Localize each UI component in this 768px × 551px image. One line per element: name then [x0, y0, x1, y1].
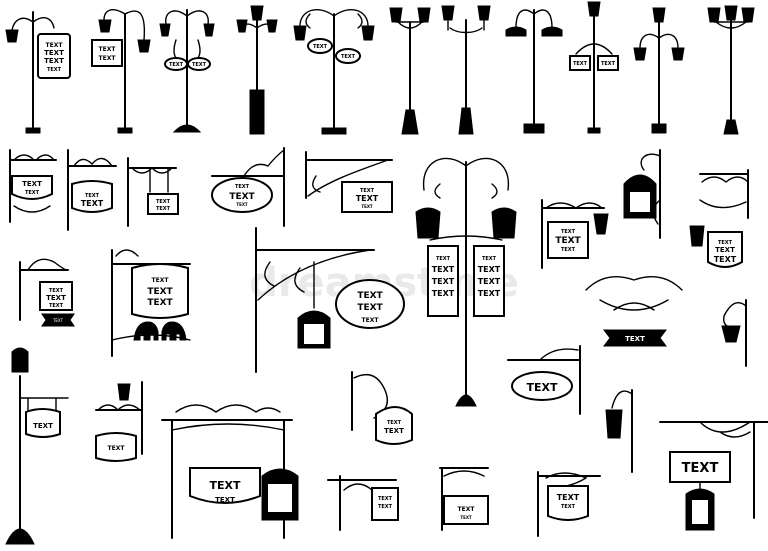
svg-text:TEXT: TEXT	[99, 46, 117, 53]
svg-text:TEXT: TEXT	[81, 199, 104, 208]
svg-text:TEXT: TEXT	[718, 240, 733, 246]
svg-text:TEXT: TEXT	[215, 496, 235, 504]
svg-text:TEXT: TEXT	[357, 303, 383, 313]
svg-text:TEXT: TEXT	[362, 317, 380, 324]
svg-text:TEXT: TEXT	[715, 246, 735, 254]
lamp-post-3: TEXT TEXT	[159, 9, 215, 133]
gate-sign-with-lantern: TEXT TEXT	[161, 404, 299, 539]
svg-text:TEXT: TEXT	[460, 515, 472, 520]
svg-text:TEXT: TEXT	[387, 420, 402, 426]
svg-text:TEXT: TEXT	[555, 236, 581, 246]
lamp-post-7	[441, 5, 491, 135]
svg-text:TEXT: TEXT	[432, 277, 455, 286]
bracket-lamp-with-oval-sign: TEXT TEXT TEXT	[255, 227, 405, 373]
sign-text: TEXT	[44, 49, 64, 57]
svg-text:TEXT: TEXT	[561, 504, 576, 510]
svg-text:TEXT: TEXT	[478, 277, 501, 286]
svg-text:TEXT: TEXT	[601, 61, 616, 67]
svg-text:TEXT: TEXT	[361, 204, 373, 209]
svg-text:TEXT: TEXT	[49, 288, 64, 294]
svg-text:TEXT: TEXT	[44, 57, 64, 65]
svg-text:TEXT: TEXT	[49, 303, 64, 309]
svg-text:TEXT: TEXT	[236, 202, 248, 207]
svg-text:TEXT: TEXT	[46, 42, 64, 49]
svg-text:TEXT: TEXT	[561, 247, 576, 253]
svg-text:TEXT: TEXT	[52, 318, 64, 323]
wall-sign-4: TEXT	[95, 381, 143, 462]
svg-text:TEXT: TEXT	[33, 422, 53, 430]
svg-text:TEXT: TEXT	[384, 427, 404, 435]
hanging-sign-3: TEXT TEXT	[537, 471, 601, 537]
svg-text:TEXT: TEXT	[147, 298, 173, 308]
lamp-post-with-hanging-sign: TEXT	[5, 347, 69, 545]
svg-text:TEXT: TEXT	[156, 206, 171, 212]
lamp-post-11	[707, 5, 755, 135]
svg-text:TEXT: TEXT	[99, 55, 117, 62]
svg-text:TEXT: TEXT	[147, 287, 173, 297]
svg-text:TEXT: TEXT	[169, 62, 184, 68]
lamp-post-9: TEXT TEXT	[569, 1, 619, 134]
svg-text:TEXT: TEXT	[108, 445, 126, 452]
svg-text:TEXT: TEXT	[229, 192, 255, 202]
wall-sign-1: TEXT TEXT	[9, 149, 57, 223]
svg-text:TEXT: TEXT	[573, 61, 588, 67]
oval-wall-sign: TEXT TEXT TEXT	[211, 147, 285, 227]
double-lamp-with-vertical-signs: TEXT TEXT TEXT TEXT TEXT TEXT TEXT TEXT	[415, 157, 517, 407]
svg-text:TEXT: TEXT	[478, 289, 501, 298]
svg-text:TEXT: TEXT	[526, 381, 557, 394]
lamp-post-5: TEXT TEXT	[293, 8, 375, 135]
svg-text:TEXT: TEXT	[235, 184, 250, 190]
svg-text:TEXT: TEXT	[313, 44, 328, 50]
svg-text:TEXT: TEXT	[625, 335, 645, 343]
svg-text:TEXT: TEXT	[714, 255, 737, 264]
hanging-sign-2: TEXT TEXT	[439, 467, 489, 531]
lamp-post-4	[236, 5, 278, 135]
svg-text:TEXT: TEXT	[482, 256, 497, 262]
svg-text:TEXT: TEXT	[46, 294, 66, 302]
svg-text:TEXT: TEXT	[378, 496, 393, 502]
lamp-post-10	[633, 7, 685, 134]
svg-text:TEXT: TEXT	[156, 199, 171, 205]
svg-text:TEXT: TEXT	[682, 461, 719, 476]
svg-text:TEXT: TEXT	[432, 265, 455, 274]
lamp-post-6	[389, 7, 431, 135]
svg-text:TEXT: TEXT	[22, 180, 42, 188]
lamp-post-1: TEXT TEXT TEXT TEXT	[5, 11, 71, 134]
svg-text:TEXT: TEXT	[458, 506, 476, 513]
svg-text:TEXT: TEXT	[557, 493, 580, 502]
svg-text:TEXT: TEXT	[47, 67, 62, 73]
bracket-sign-3: TEXT TEXT	[327, 475, 399, 531]
svg-text:TEXT: TEXT	[357, 291, 383, 301]
svg-text:TEXT: TEXT	[341, 54, 356, 60]
lamp-post-8	[505, 9, 563, 134]
svg-text:TEXT: TEXT	[378, 504, 393, 510]
small-wall-lamp-2	[605, 389, 633, 473]
svg-text:TEXT: TEXT	[561, 229, 576, 235]
scroll-ribbon-sign: TEXT	[585, 276, 683, 347]
svg-text:TEXT: TEXT	[152, 277, 170, 284]
svg-text:TEXT: TEXT	[25, 190, 40, 196]
svg-text:TEXT: TEXT	[478, 265, 501, 274]
svg-text:TEXT: TEXT	[85, 193, 100, 199]
svg-text:TEXT: TEXT	[436, 256, 451, 262]
svg-text:TEXT: TEXT	[192, 62, 207, 68]
svg-text:TEXT: TEXT	[360, 188, 375, 194]
svg-text:TEXT: TEXT	[209, 479, 240, 492]
corner-sign-with-lantern: TEXT	[659, 421, 768, 531]
oval-bracket-sign-2: TEXT	[507, 345, 581, 415]
svg-text:TEXT: TEXT	[356, 194, 379, 203]
svg-text:TEXT: TEXT	[432, 289, 455, 298]
wall-lantern-1	[623, 149, 661, 239]
lamp-post-2: TEXT TEXT	[91, 9, 151, 134]
small-wall-lamp-1	[721, 299, 747, 367]
